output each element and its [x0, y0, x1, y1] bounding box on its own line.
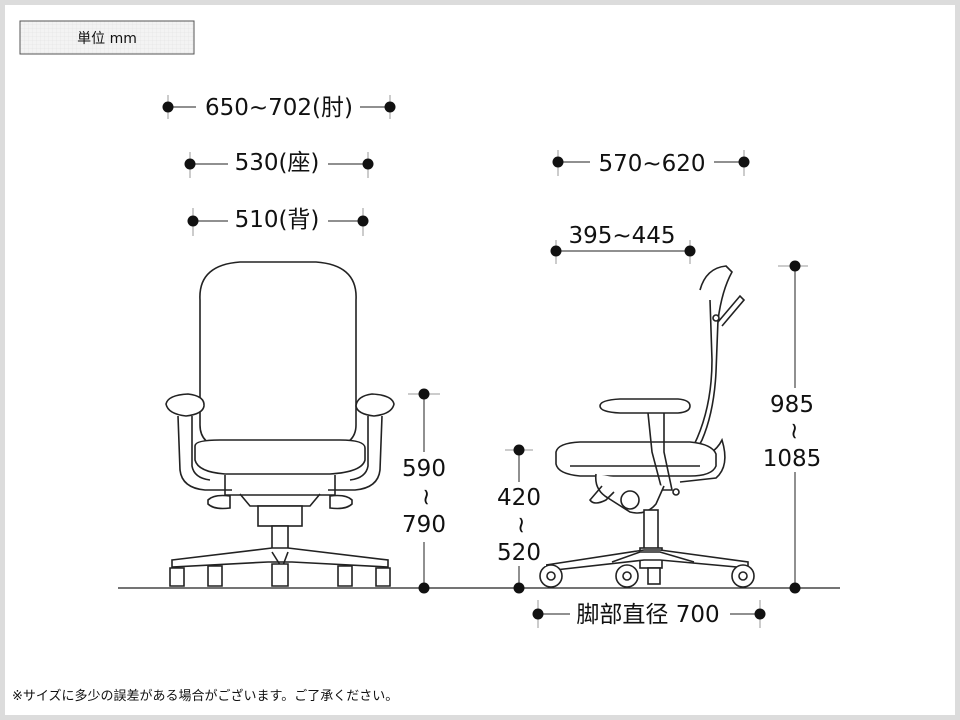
armrest-height-min: 590	[402, 456, 446, 482]
dim-endpoint-dot	[789, 260, 801, 272]
dim-endpoint-dot	[384, 101, 396, 113]
dim-seat-height: 420 ~ 520	[494, 444, 546, 594]
armrest-height-sep: ~	[413, 487, 439, 506]
base-diameter-label: 脚部直径 700	[576, 602, 719, 628]
dim-endpoint-dot	[513, 444, 525, 456]
dim-endpoint-dot	[513, 582, 525, 594]
dim-base-diameter: 脚部直径 700	[532, 600, 766, 628]
dim-overall-depth: 570~620	[552, 150, 750, 177]
side-chair	[539, 265, 755, 588]
unit-label: 単位 mm	[77, 31, 137, 47]
back-width-label: 510(背)	[235, 207, 320, 233]
dimension-drawing: 単位 mm	[12, 20, 840, 704]
dim-endpoint-dot	[532, 608, 544, 620]
dim-seat-width: 530(座)	[184, 150, 374, 178]
front-casters	[169, 563, 391, 587]
dim-endpoint-dot	[187, 215, 199, 227]
seat-height-sep: ~	[508, 515, 534, 534]
overall-height-min: 985	[770, 392, 814, 418]
overall-depth-label: 570~620	[598, 151, 705, 177]
dim-endpoint-dot	[789, 582, 801, 594]
seat-height-min: 420	[497, 485, 541, 511]
front-chair	[165, 261, 395, 587]
side-casters	[539, 564, 755, 588]
dim-seat-depth: 395~445	[550, 223, 696, 264]
dim-endpoint-dot	[162, 101, 174, 113]
seat-width-label: 530(座)	[235, 150, 320, 176]
dim-endpoint-dot	[550, 245, 562, 257]
overall-height-max: 1085	[763, 446, 822, 472]
dim-back-width: 510(背)	[187, 207, 369, 236]
dim-endpoint-dot	[362, 158, 374, 170]
dim-armrest-height: 590 ~ 790	[398, 388, 450, 594]
unit-box: 単位 mm	[19, 20, 195, 55]
dim-endpoint-dot	[184, 158, 196, 170]
dim-endpoint-dot	[357, 215, 369, 227]
dim-overall-width: 650~702(肘)	[162, 95, 396, 121]
diagram-frame: 単位 mm	[5, 5, 955, 715]
seat-depth-label: 395~445	[568, 223, 675, 249]
dim-endpoint-dot	[418, 388, 430, 400]
dim-endpoint-dot	[684, 245, 696, 257]
dim-endpoint-dot	[738, 156, 750, 168]
overall-width-label: 650~702(肘)	[205, 95, 353, 121]
dim-overall-height: 985 ~ 1085	[760, 260, 830, 594]
dim-endpoint-dot	[754, 608, 766, 620]
armrest-height-max: 790	[402, 512, 446, 538]
footnote: ※サイズに多少の誤差がある場合がございます。ご了承ください。	[12, 688, 398, 704]
dim-endpoint-dot	[552, 156, 564, 168]
overall-height-sep: ~	[781, 421, 807, 440]
dim-endpoint-dot	[418, 582, 430, 594]
seat-height-max: 520	[497, 540, 541, 566]
